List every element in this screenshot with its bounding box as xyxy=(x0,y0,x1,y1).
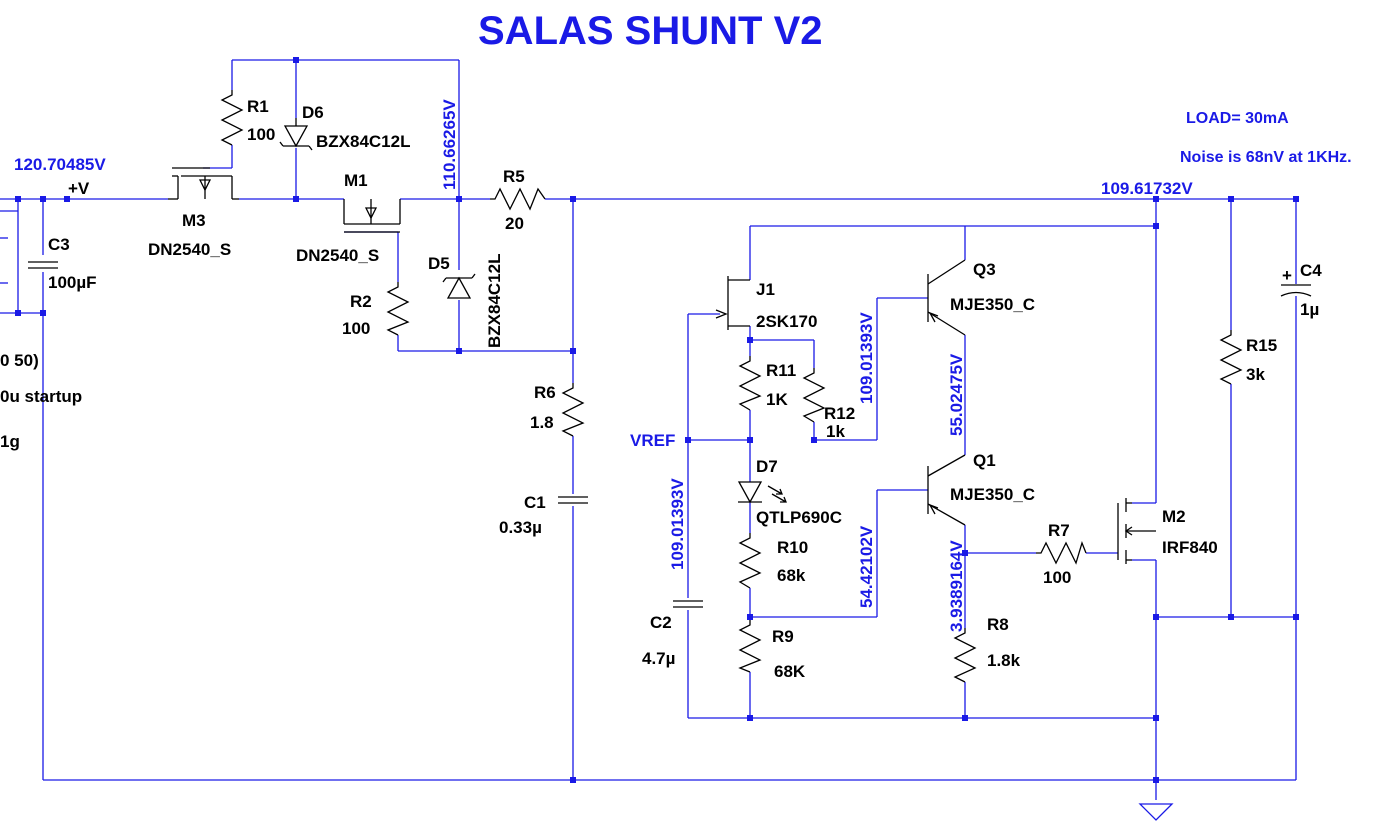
D7-value: QTLP690C xyxy=(756,508,842,527)
R10-value: 68k xyxy=(777,566,806,585)
R8-value: 1.8k xyxy=(987,651,1021,670)
voltage-vref: 109.01393V xyxy=(668,478,687,570)
voltage-q1-emitter: 3.9389164V xyxy=(947,540,966,632)
ground-icon xyxy=(1138,803,1174,821)
D7-symbol xyxy=(737,481,787,504)
R15-value: 3k xyxy=(1246,365,1265,384)
Q3-name: Q3 xyxy=(973,260,996,279)
C4-symbol: + xyxy=(1280,266,1312,297)
svg-text:+: + xyxy=(1282,266,1292,285)
J1-symbol xyxy=(715,276,750,330)
R7-symbol xyxy=(1036,541,1087,565)
R11-name: R11 xyxy=(766,361,796,380)
C4-name: C4 xyxy=(1300,261,1322,280)
voltage-m1: 110.66265V xyxy=(440,99,459,190)
Q3-value: MJE350_C xyxy=(950,295,1035,314)
R8-name: R8 xyxy=(987,615,1009,634)
R6-symbol xyxy=(561,383,585,437)
R2-value: 100 xyxy=(342,319,370,338)
R2-symbol xyxy=(386,282,410,336)
R6-name: R6 xyxy=(534,383,556,402)
junctions xyxy=(15,57,1299,783)
M3-name: M3 xyxy=(182,211,206,230)
noise-note: Noise is 68nV at 1KHz. xyxy=(1180,149,1352,166)
R1-symbol xyxy=(220,90,244,146)
R9-value: 68K xyxy=(774,662,806,681)
D6-name: D6 xyxy=(302,103,324,122)
left-cutoff-line-2: 0u startup xyxy=(0,387,82,406)
M3-symbol xyxy=(168,167,239,200)
R11-value: 1K xyxy=(766,390,788,409)
voltage-q3-base: 109.01393V xyxy=(857,312,876,404)
left-cutoff-line-1: 0 50) xyxy=(0,351,39,370)
R1-value: 100 xyxy=(247,125,275,144)
R11-symbol xyxy=(738,356,762,411)
M3-value: DN2540_S xyxy=(148,240,231,259)
C2-value: 4.7µ xyxy=(642,649,675,668)
C2-name: C2 xyxy=(650,613,672,632)
M2-symbol xyxy=(1117,498,1156,564)
R15-name: R15 xyxy=(1246,336,1277,355)
R12-symbol xyxy=(802,368,826,423)
J1-name: J1 xyxy=(756,280,775,299)
load-note: LOAD= 30mA xyxy=(1186,110,1289,127)
D6-symbol xyxy=(279,118,313,151)
C2-symbol xyxy=(673,600,703,608)
C1-symbol xyxy=(558,496,588,504)
C4-value: 1µ xyxy=(1300,300,1319,319)
R5-name: R5 xyxy=(503,167,525,186)
J1-value: 2SK170 xyxy=(756,312,817,331)
R10-name: R10 xyxy=(777,538,808,557)
Q3-symbol xyxy=(927,259,966,336)
net-label-plus-v: +V xyxy=(68,179,90,198)
wires xyxy=(0,59,1297,800)
R9-name: R9 xyxy=(772,627,794,646)
net-label-vref: VREF xyxy=(630,431,675,450)
C3-symbol xyxy=(28,261,58,269)
schematic-title: SALAS SHUNT V2 xyxy=(478,9,823,53)
left-cutoff-line-3: 1g xyxy=(0,432,20,451)
M1-symbol xyxy=(343,199,401,233)
R7-name: R7 xyxy=(1048,521,1070,540)
R10-symbol xyxy=(738,533,762,589)
voltage-output: 109.61732V xyxy=(1101,179,1193,198)
D5-symbol xyxy=(442,273,476,299)
M1-name: M1 xyxy=(344,171,368,190)
R1-name: R1 xyxy=(247,97,269,116)
components: + xyxy=(28,90,1312,683)
C3-value: 100µF xyxy=(48,273,97,292)
D5-name: D5 xyxy=(428,254,450,273)
R2-name: R2 xyxy=(350,292,372,311)
R9-symbol xyxy=(738,620,762,673)
R5-symbol xyxy=(490,187,546,211)
voltage-input: 120.70485V xyxy=(14,155,106,174)
M2-name: M2 xyxy=(1162,507,1186,526)
Q1-name: Q1 xyxy=(973,451,996,470)
R12-value: 1k xyxy=(826,422,845,441)
voltage-q1-base: 54.42102V xyxy=(857,525,876,608)
R12-name: R12 xyxy=(824,404,855,423)
R5-value: 20 xyxy=(505,214,524,233)
C1-value: 0.33µ xyxy=(499,518,542,537)
M2-value: IRF840 xyxy=(1162,538,1218,557)
R7-value: 100 xyxy=(1043,568,1071,587)
R6-value: 1.8 xyxy=(530,413,554,432)
R15-symbol xyxy=(1219,330,1243,385)
R8-symbol xyxy=(953,628,977,683)
Q1-value: MJE350_C xyxy=(950,485,1035,504)
D7-name: D7 xyxy=(756,457,778,476)
voltage-q3-emitter: 55.02475V xyxy=(947,353,966,436)
C1-name: C1 xyxy=(524,493,546,512)
D5-value: BZX84C12L xyxy=(485,254,504,348)
D6-value: BZX84C12L xyxy=(316,132,410,151)
Q1-symbol xyxy=(927,454,966,526)
M1-value: DN2540_S xyxy=(296,246,379,265)
C3-name: C3 xyxy=(48,235,70,254)
